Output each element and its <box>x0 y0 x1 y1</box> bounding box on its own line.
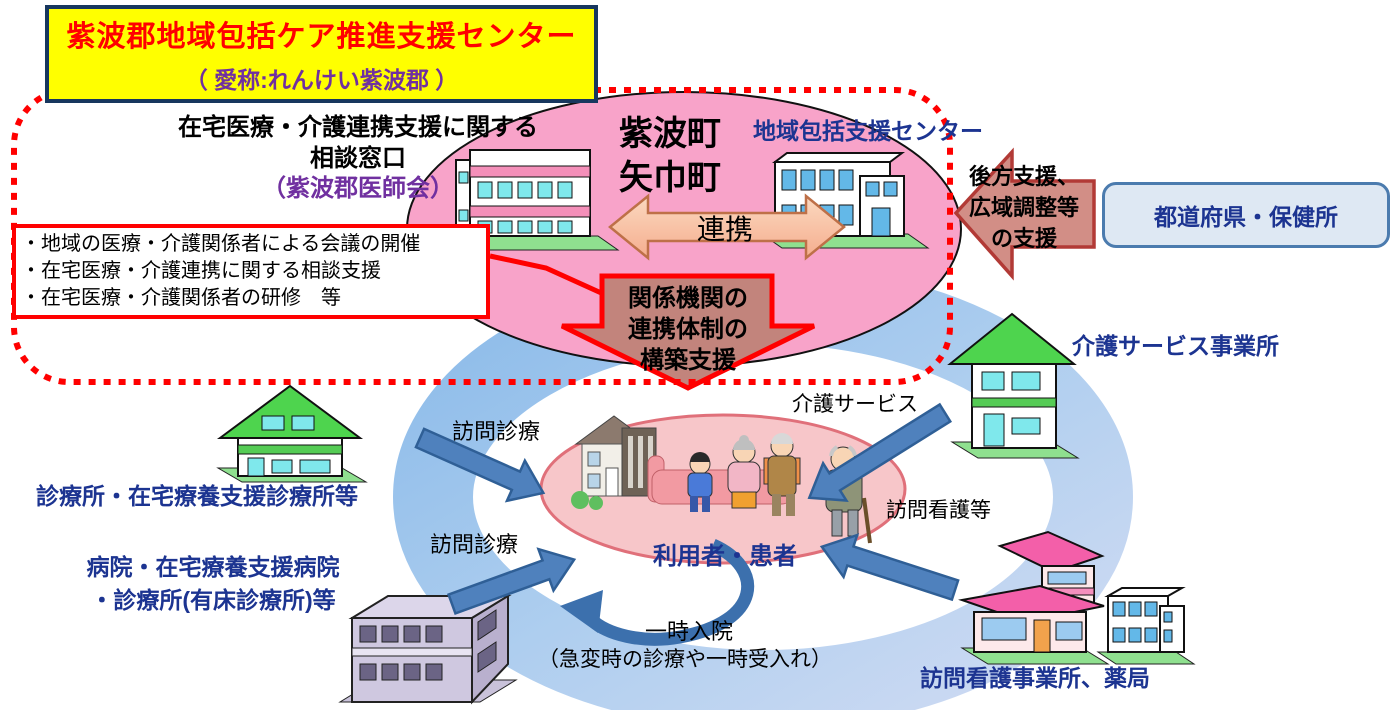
medical-association-building-icon <box>450 149 620 251</box>
renkei-double-arrow <box>608 193 846 261</box>
consult-window-label: 在宅医療・介護連携支援に関する 相談窓口 <box>178 114 538 172</box>
center-tasks-box: ・地域の医療・介護関係者による会議の開催 ・在宅医療・介護連携に関する相談支援 … <box>12 224 490 319</box>
backup-support-label: 後方支援、 広域調整等 の支援 <box>968 164 1079 251</box>
users-patients-label: 利用者・患者 <box>653 543 797 570</box>
page-subtitle: （ 愛称:れんけい紫波郡 ） <box>184 67 459 93</box>
care-service-label: 介護サービス <box>792 393 918 416</box>
hospital-building-icon <box>338 594 518 705</box>
care-office-label: 介護サービス事業所 <box>1072 333 1279 359</box>
support-down-arrow-label: 関係機関の 連携体制の 構築支援 <box>628 285 748 374</box>
visit-nursing-label: 訪問看護等 <box>886 499 991 522</box>
nurse-pharmacy-label: 訪問看護事業所、薬局 <box>920 665 1150 691</box>
task-item-1: ・地域の医療・介護関係者による会議の開催 <box>21 233 421 255</box>
clinic-label: 診療所・在宅療養支援診療所等 <box>36 483 358 509</box>
visit-care-arrow-top <box>414 427 546 503</box>
page-title: 紫波郡地域包括ケア推進支援センター <box>66 21 577 53</box>
visit-care-bottom-label: 訪問診療 <box>430 532 519 557</box>
houkatsu-center-label: 地域包括支援センター <box>753 118 983 144</box>
hospital-label: 病院・在宅療養支援病院 ・診療所(有床診療所)等 <box>86 554 340 613</box>
care-service-arrow <box>807 402 953 502</box>
patients-ellipse-illustration <box>539 413 907 565</box>
renkei-arrow-label: 連携 <box>696 214 753 245</box>
medical-association-label: （紫波郡医師会） <box>262 175 454 202</box>
prefecture-health-office-box: 都道府県・保健所 <box>1102 182 1390 248</box>
temporary-admission-curved-arrow <box>560 539 755 646</box>
temporary-admission-label: 一時入院 <box>645 619 734 644</box>
visit-care-top-label: 訪問診療 <box>452 419 541 444</box>
towns-label: 紫波町 矢巾町 <box>619 115 721 197</box>
task-item-2: ・在宅医療・介護連携に関する相談支援 <box>21 260 381 282</box>
temporary-admission-note: （急変時の診療や一時受入れ） <box>538 648 832 671</box>
support-down-arrow <box>560 273 816 391</box>
title-box: 紫波郡地域包括ケア推進支援センター （ 愛称:れんけい紫波郡 ） <box>45 5 598 103</box>
prefecture-health-office-label: 都道府県・保健所 <box>1154 204 1338 230</box>
center-scope-dotted-border <box>11 87 953 385</box>
care-office-building-icon <box>947 312 1080 459</box>
consult-window-block: 在宅医療・介護連携支援に関する 相談窓口 （紫波郡医師会） <box>148 112 568 204</box>
nurse-station-building-icon <box>958 530 1110 665</box>
pharmacy-building-icon <box>1096 587 1196 665</box>
visit-nursing-arrow <box>819 533 960 602</box>
backup-support-arrow <box>953 147 1096 281</box>
task-item-3: ・在宅医療・介護関係者の研修 等 <box>21 287 341 309</box>
visit-care-arrow-bottom <box>446 547 577 615</box>
clinic-building-icon <box>216 384 368 483</box>
